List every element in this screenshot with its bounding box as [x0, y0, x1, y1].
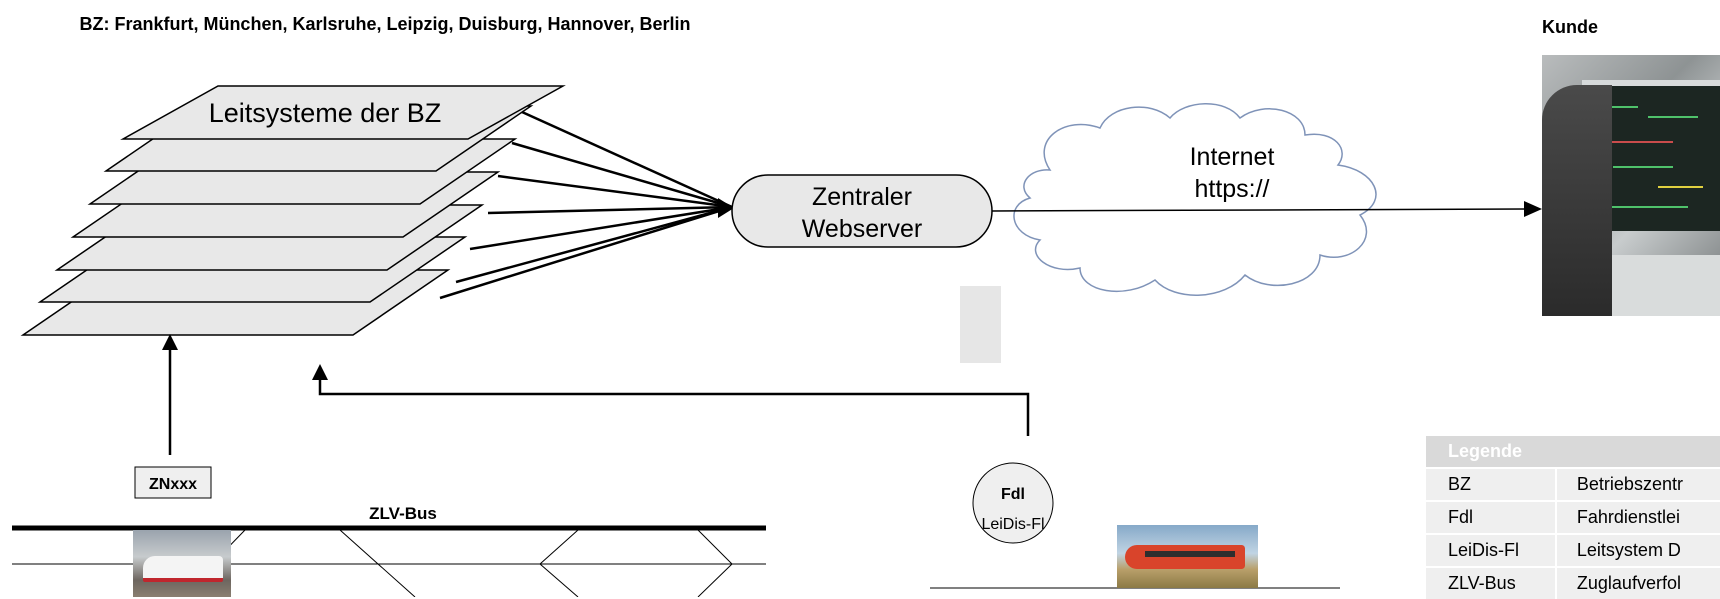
legend-row: BZ Betriebszentr: [1426, 467, 1720, 501]
track-line: [539, 563, 579, 597]
connection-line: [455, 205, 733, 284]
webserver-label-line1: Zentraler: [812, 183, 912, 211]
legend-row: ZLV-Bus Zuglaufverfol: [1426, 566, 1720, 599]
ice-train-photo: [133, 530, 231, 597]
connection-line: [487, 205, 733, 215]
zn-box: [134, 466, 212, 499]
track-line: [539, 529, 579, 565]
fdl-label: Fdl: [1001, 486, 1025, 503]
zn-label: ZNxxx: [149, 476, 197, 493]
track-line: [697, 529, 733, 565]
connection-line: [511, 141, 733, 209]
customer-photo: [1542, 55, 1720, 316]
legend-definition: Betriebszentr: [1554, 467, 1720, 501]
connection-line: [469, 205, 733, 251]
leitsysteme-stack: [20, 85, 566, 336]
fdl-node: [972, 462, 1054, 544]
legend-header-row: Legende: [1426, 436, 1720, 468]
gray-block: [960, 286, 1001, 363]
legend-definition: Leitsystem D: [1554, 533, 1720, 567]
connection-line: [521, 110, 733, 209]
fdl-uplink-arrowhead: [312, 364, 328, 380]
leitsysteme-label: Leitsysteme der BZ: [209, 98, 442, 128]
customer-arrowhead: [1524, 201, 1542, 217]
internet-connection-line: [991, 208, 1529, 212]
connection-line: [439, 205, 733, 300]
zlv-bus-label: ZLV-Bus: [369, 504, 437, 523]
legend-abbr: ZLV-Bus: [1426, 566, 1556, 599]
legend-abbr: BZ: [1426, 467, 1556, 501]
track-layout: [12, 529, 766, 597]
track-line: [697, 563, 733, 597]
webserver-label-line2: Webserver: [802, 215, 922, 243]
legend-abbr: LeiDis-Fl: [1426, 533, 1556, 567]
legend-definition: Fahrdienstlei: [1554, 500, 1720, 534]
track-line: [339, 529, 416, 597]
customer-title: Kunde: [1542, 17, 1598, 37]
leidis-label: LeiDis-Fl: [981, 516, 1044, 533]
legend-row: LeiDis-Fl Leitsystem D: [1426, 533, 1720, 567]
connection-line: [497, 174, 733, 209]
person-silhouette: [1542, 85, 1612, 316]
layer-connection-lines: [439, 110, 733, 300]
leitsystem-layer-1: [120, 85, 566, 140]
bz-title: BZ: Frankfurt, München, Karlsruhe, Leipz…: [79, 14, 691, 34]
internet-label-line1: Internet: [1190, 143, 1275, 171]
legend-definition: Zuglaufverfol: [1554, 566, 1720, 599]
regional-train-photo: [1117, 525, 1258, 588]
zn-uplink-arrowhead: [162, 334, 178, 350]
fdl-uplink-line: [318, 378, 1030, 436]
legend-header: Legende: [1426, 436, 1556, 468]
legend-row: Fdl Fahrdienstlei: [1426, 500, 1720, 534]
internet-cloud: [1013, 103, 1377, 296]
webserver-arrowhead: [718, 198, 734, 218]
legend-table: Legende BZ Betriebszentr Fdl Fahrdienstl…: [1426, 436, 1720, 599]
legend-abbr: Fdl: [1426, 500, 1556, 534]
internet-label-line2: https://: [1194, 175, 1269, 203]
